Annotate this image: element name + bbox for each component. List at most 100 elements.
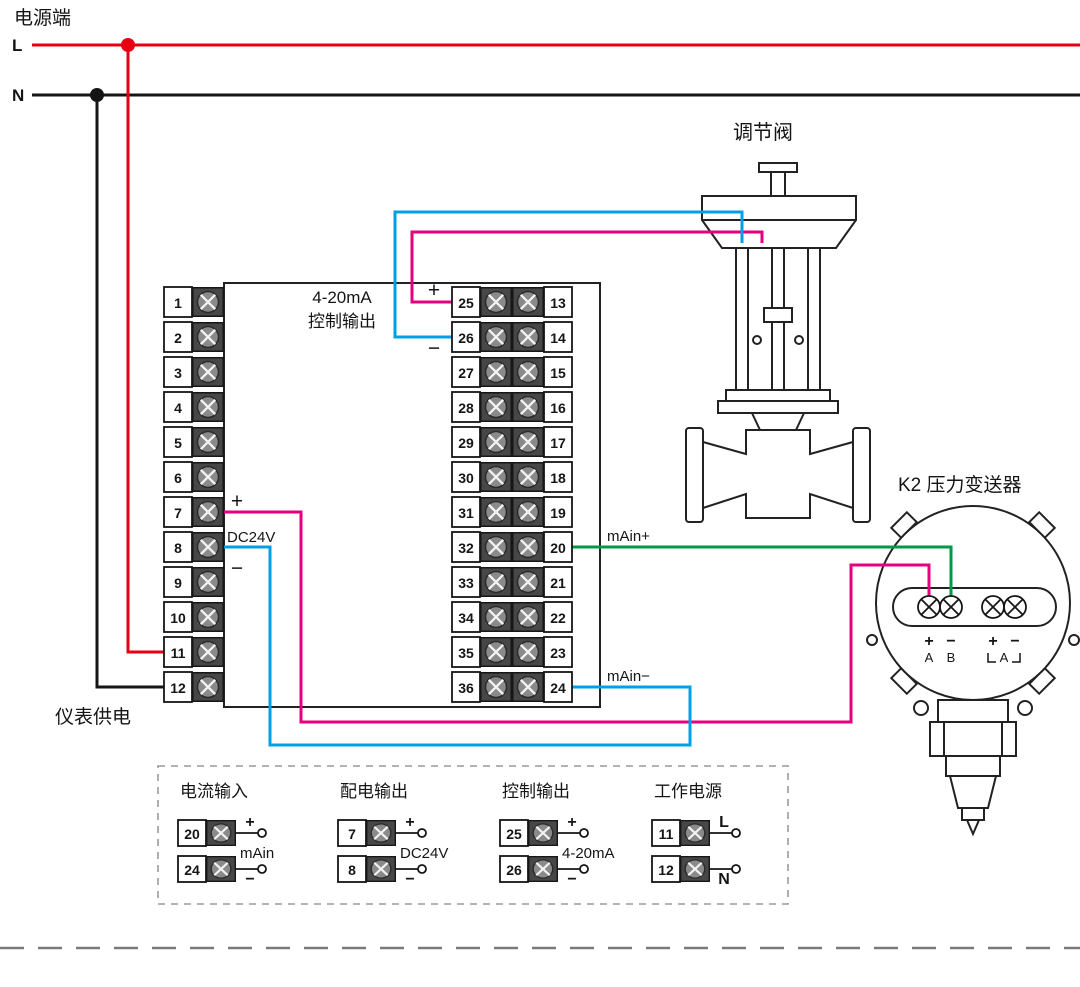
svg-text:14: 14 [550,330,566,346]
legend-box [157,765,789,905]
control-output-plus-sign: + [428,279,440,302]
power-terminal-label: 电源端 [14,7,71,29]
svg-text:29: 29 [458,435,474,451]
transmitter-port-collar [945,755,1001,777]
svg-text:−: − [946,633,955,650]
svg-text:28: 28 [458,400,474,416]
svg-text:23: 23 [550,645,566,661]
svg-text:9: 9 [174,575,182,591]
transmitter-port-point [965,819,981,837]
valve-body [702,429,854,519]
legend-wire-end-circle [731,864,741,874]
svg-text:22: 22 [550,610,566,626]
live-junction-dot [121,38,135,52]
terminal-28-16: 28 16 [451,391,573,423]
legend-wire-end-circle [579,828,589,838]
valve-flange-right [852,427,871,523]
valve-stem-lower [771,321,785,391]
svg-text:11: 11 [659,826,674,842]
svg-text:7: 7 [174,505,182,521]
transmitter-side-bolt-right [1068,634,1080,646]
svg-text:32: 32 [458,540,474,556]
bracket-right-icon [1012,653,1021,663]
svg-text:L: L [719,814,729,831]
valve-flange-left [685,427,704,523]
legend-section-4: 工作电源 11 L 12N [651,782,741,888]
terminal-25-13: 25 13 [451,286,573,318]
svg-text:24: 24 [184,862,200,878]
svg-text:DC24V: DC24V [400,845,448,862]
svg-text:12: 12 [658,862,674,878]
dc24v-caption: DC24V [227,529,275,546]
svg-text:+: + [924,633,933,650]
svg-text:18: 18 [550,470,566,486]
dc24v-plus-to-transmitter-wire [208,510,931,724]
svg-text:N: N [718,871,730,888]
valve-signal-minus-wire [393,210,744,339]
transmitter-neck-bolt-left [913,700,929,716]
svg-text:11: 11 [171,645,186,661]
svg-text:25: 25 [458,295,474,311]
transmitter-side-bolt-left [866,634,878,646]
svg-text:17: 17 [550,435,566,451]
valve-yoke-left [735,247,749,391]
legend-wire-end-circle [731,828,741,838]
svg-text:7: 7 [348,826,356,842]
control-output-caption-line1: 4-20mA [312,288,372,307]
legend-section-title: 工作电源 [654,782,722,801]
svg-text:6: 6 [174,470,182,486]
main-minus-loop-wire [208,545,692,747]
svg-text:35: 35 [458,645,474,661]
svg-text:4-20mA: 4-20mA [562,845,615,862]
legend-wire-end-circle [417,864,427,874]
svg-text:15: 15 [550,365,566,381]
svg-text:20: 20 [184,826,200,842]
svg-text:16: 16 [550,400,566,416]
svg-text:−: − [567,871,576,888]
neutral-wire-to-terminal-12 [95,95,208,689]
transmitter-neck [937,699,1009,723]
terminal-4: 4 [163,391,224,423]
valve-bonnet [750,412,806,431]
instrument-supply-caption: 仪表供电 [55,706,131,728]
terminal-7: 7 [163,496,224,528]
svg-text:13: 13 [550,295,566,311]
legend-section-title: 配电输出 [340,782,408,801]
transmitter-port-tip [961,807,985,821]
terminal-1: 1 [163,286,224,318]
transmitter-letter-a1: A [925,650,934,665]
control-output-minus-sign: − [428,337,440,360]
terminal-12: 12 [163,671,224,703]
valve-stem-upper [771,247,785,309]
svg-text:+: + [567,814,576,831]
svg-text:25: 25 [506,826,522,842]
neutral-junction-dot [90,88,104,102]
svg-text:−: − [1010,633,1019,650]
pressure-transmitter [866,505,1080,837]
legend-wire-end-circle [257,864,267,874]
transmitter-letter-b: B [947,650,956,665]
legend: 电流输入20+24−mAin配电输出7+8−DC24V控制输出25+26−4-2… [177,782,741,888]
main-plus-wire [528,545,953,607]
svg-text:1: 1 [174,295,182,311]
control-output-caption-line2: 控制输出 [308,312,376,331]
transmitter-terminal-screw-1: + [917,595,941,650]
svg-text:36: 36 [458,680,474,696]
valve-travel-indicator-right [794,335,804,345]
svg-text:3: 3 [174,365,182,381]
svg-text:8: 8 [174,540,182,556]
svg-text:34: 34 [458,610,474,626]
terminal-35-23: 35 23 [451,636,573,668]
svg-text:10: 10 [170,610,186,626]
control-valve [685,162,871,523]
svg-text:2: 2 [174,330,182,346]
terminal-34-22: 34 22 [451,601,573,633]
valve-top-cap [758,162,798,173]
valve-travel-indicator-left [752,335,762,345]
